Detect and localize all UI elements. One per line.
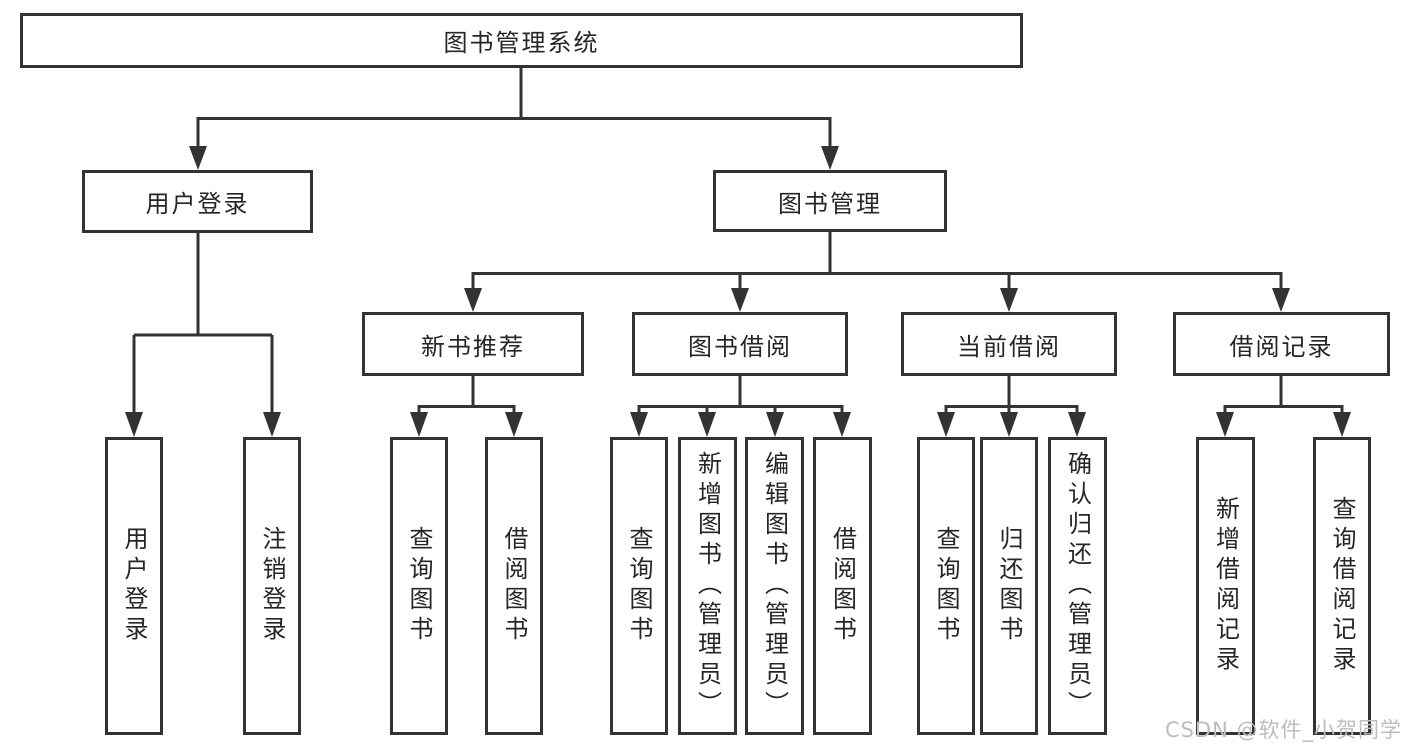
node-borrowing-records: 借阅记录 [1173,312,1390,376]
leaf-confirm-return-admin-label: 确认归还（管理员） [1063,451,1092,721]
node-user-login: 用户登录 [82,170,313,233]
leaf-query-borrow-record-label: 查询借阅记录 [1328,496,1356,676]
leaf-query-book-recommend: 查询图书 [390,437,448,735]
leaf-user-login-label: 用户登录 [120,526,148,646]
leaf-return-book: 归还图书 [980,437,1038,735]
leaf-add-book-admin-label: 新增图书（管理员） [693,451,722,721]
node-book-borrowing: 图书借阅 [632,312,848,376]
leaf-query-borrow-record: 查询借阅记录 [1313,437,1371,735]
node-new-book-recommend: 新书推荐 [362,312,584,376]
node-library-system: 图书管理系统 [20,13,1023,68]
leaf-edit-book-admin-label: 编辑图书（管理员） [760,451,789,721]
node-book-management: 图书管理 [713,170,947,232]
leaf-confirm-return-admin: 确认归还（管理员） [1048,437,1107,735]
leaf-query-book-current-label: 查询图书 [932,526,960,646]
leaf-borrow-book-recommend: 借阅图书 [485,437,543,735]
leaf-borrow-book-label: 借阅图书 [828,526,857,646]
leaf-logout: 注销登录 [243,437,301,735]
leaf-query-book-recommend-label: 查询图书 [405,526,433,646]
leaf-query-book-borrowing-label: 查询图书 [625,526,653,646]
leaf-add-book-admin: 新增图书（管理员） [678,437,737,735]
leaf-logout-label: 注销登录 [258,526,286,646]
leaf-add-borrow-record: 新增借阅记录 [1196,437,1255,735]
leaf-return-book-label: 归还图书 [995,526,1023,646]
leaf-user-login: 用户登录 [105,437,163,735]
node-current-borrowing: 当前借阅 [901,312,1117,376]
leaf-borrow-book-recommend-label: 借阅图书 [500,526,528,646]
leaf-query-book-current: 查询图书 [917,437,975,735]
leaf-borrow-book: 借阅图书 [813,437,872,735]
leaf-edit-book-admin: 编辑图书（管理员） [745,437,804,735]
leaf-add-borrow-record-label: 新增借阅记录 [1211,496,1240,676]
csdn-watermark: CSDN @软件_小贺同学 [1164,718,1402,742]
leaf-query-book-borrowing: 查询图书 [610,437,668,735]
